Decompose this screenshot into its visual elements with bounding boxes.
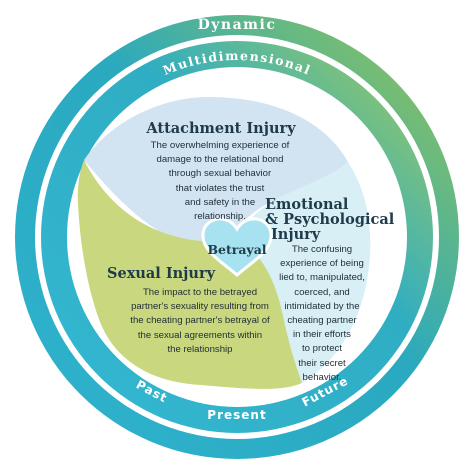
sexual-body-line: the sexual agreements within	[137, 329, 263, 341]
attachment-body-line: that violates the trust	[175, 182, 265, 194]
attachment-body-line: through sexual behavior	[168, 168, 272, 180]
sexual-body-line: The impact to the betrayed	[142, 287, 258, 298]
attachment-injury-body: The overwhelming experience of damage to…	[110, 139, 330, 224]
emotional-injury-title-line-3: Injury	[271, 226, 321, 243]
sexual-injury-section	[77, 160, 302, 389]
sexual-injury-body: The impact to the betrayed partner's sex…	[100, 286, 300, 357]
time-label-present: Present	[207, 408, 266, 422]
emotional-body-line: coerced, and	[294, 286, 350, 298]
emotional-body-line: intimidated by the	[284, 300, 360, 312]
ring-label-dynamic: Dynamic	[198, 17, 277, 33]
emotional-body-line: The confusing	[291, 244, 353, 255]
emotional-body-line: cheating partner	[287, 315, 357, 327]
emotional-injury-body: The confusing experience of being lied t…	[262, 243, 382, 385]
betrayal-label: Betrayal	[207, 242, 266, 257]
emotional-body-line: behavior.	[302, 371, 342, 383]
emotional-injury-title-line-2: & Psychological	[265, 211, 395, 228]
emotional-injury-title-line-1: Emotional	[265, 196, 349, 213]
heart-icon	[201, 217, 273, 277]
sexual-body-line: partner's sexuality resulting from	[131, 301, 269, 313]
emotional-body-line: lied to, manipulated,	[279, 272, 365, 284]
emotional-body-line: to protect	[302, 343, 342, 355]
attachment-injury-title: Attachment Injury	[145, 120, 296, 137]
attachment-body-line: and safety in the	[184, 196, 256, 208]
attachment-body-line: relationship.	[194, 211, 246, 223]
emotional-body-line: in their efforts	[293, 329, 351, 341]
emotional-injury-section	[237, 162, 371, 383]
emotional-body-line: their secret	[298, 357, 346, 369]
sexual-body-line: the relationship	[167, 343, 233, 355]
attachment-body-line: damage to the relational bond	[156, 154, 284, 166]
attachment-body-line: The overwhelming experience of	[150, 140, 290, 151]
attachment-injury-section	[84, 96, 348, 247]
sexual-body-line: the cheating partner's betrayal of	[130, 315, 270, 327]
sexual-injury-title: Sexual Injury	[107, 265, 216, 282]
emotional-body-line: experience of being	[280, 258, 364, 270]
